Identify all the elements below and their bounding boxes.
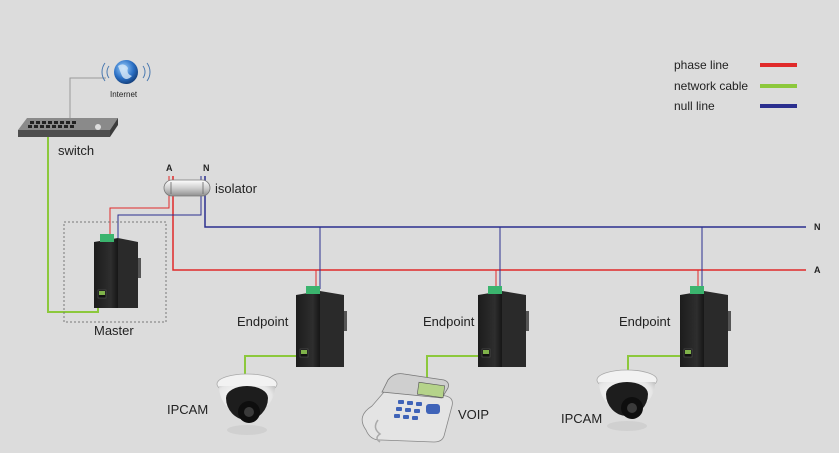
voip-label: VOIP (458, 407, 490, 422)
switch-label: switch (58, 143, 95, 158)
dome-camera-icon-1 (216, 373, 278, 435)
legend-swatch-network (760, 84, 797, 88)
legend-swatch-null (760, 104, 797, 108)
null-line-main (204, 176, 806, 228)
null-terminal-label: N (203, 163, 210, 173)
isolator-label: isolator (215, 181, 257, 196)
legend-label-phase: phase line (674, 58, 729, 72)
phase-line-main (172, 176, 806, 271)
plc-device-endpoint2 (478, 286, 529, 367)
endpoint-label-2: Endpoint (423, 314, 475, 329)
null-line-end-label: N (814, 222, 821, 232)
plc-device-master (94, 234, 141, 308)
legend-swatch-phase (760, 63, 797, 67)
isolator-icon (163, 179, 211, 197)
internet-label: Internet (110, 90, 138, 99)
phase-line-end-label: A (814, 265, 821, 275)
phase-line-master-feed (109, 176, 170, 238)
ipcam-label-1: IPCAM (167, 402, 209, 417)
network-cable-switch-master (47, 136, 99, 313)
plc-device-endpoint1 (296, 286, 347, 367)
globe-icon (101, 60, 151, 84)
legend-label-null: null line (674, 99, 715, 113)
dome-camera-icon-2 (596, 369, 658, 431)
phase-terminal-label: A (166, 163, 173, 173)
ipcam-label-2: IPCAM (561, 411, 603, 426)
master-label: Master (94, 323, 134, 338)
endpoint-label-1: Endpoint (237, 314, 289, 329)
legend-label-network: network cable (674, 79, 749, 93)
endpoint-label-3: Endpoint (619, 314, 671, 329)
master-highlight-box (63, 221, 167, 323)
switch-device-icon (18, 118, 118, 137)
plc-device-endpoint3 (680, 286, 731, 367)
voip-phone-icon (361, 373, 453, 443)
internet-link (69, 77, 106, 124)
